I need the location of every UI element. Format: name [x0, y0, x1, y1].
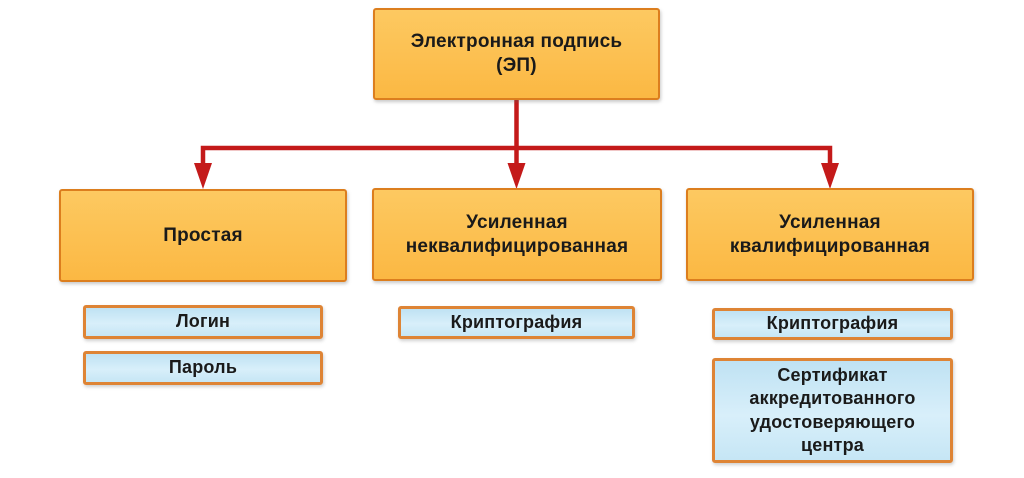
item-password: Пароль [83, 351, 323, 385]
node-simple-signature: Простая [59, 189, 347, 282]
item-login: Логин [83, 305, 323, 339]
node-electronic-signature: Электронная подпись (ЭП) [373, 8, 660, 100]
arrowhead-middle-icon [507, 163, 526, 189]
item-cryptography-qualified: Криптография [712, 308, 953, 340]
arrowhead-left-icon [194, 163, 212, 189]
arrowhead-right-icon [821, 163, 839, 189]
node-enhanced-qualified-signature: Усиленная квалифицированная [686, 188, 974, 281]
item-cryptography-unqualified: Криптография [398, 306, 635, 339]
connector-branch-line [200, 145, 833, 167]
node-enhanced-unqualified-signature: Усиленная неквалифицированная [372, 188, 662, 281]
item-accredited-ca-certificate: Сертификат аккредитованного удостоверяющ… [712, 358, 953, 463]
